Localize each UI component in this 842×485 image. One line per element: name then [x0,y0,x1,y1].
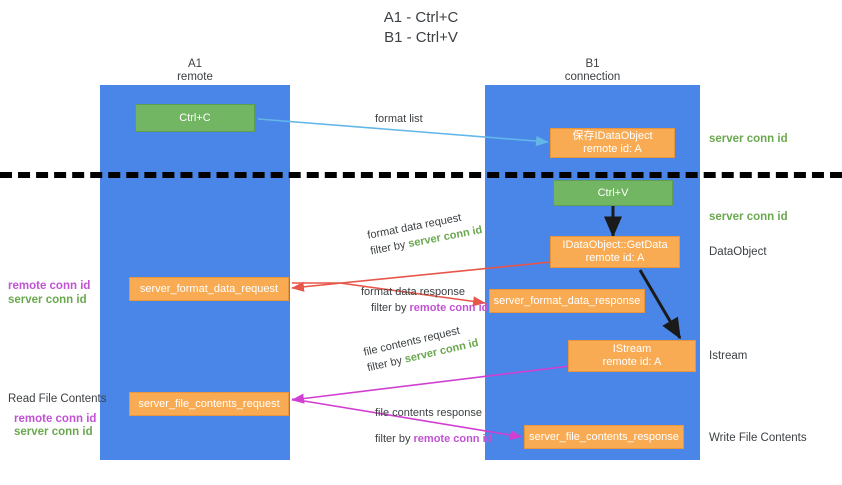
title-line-2: B1 - Ctrl+V [384,29,458,46]
left-label-server-conn-id-1: server conn id [8,294,87,306]
column-b1-sub: connection [564,71,621,83]
left-label-read-file-contents: Read File Contents [8,393,107,405]
right-label-istream: Istream [709,350,748,362]
edge-label-file-contents-request: file contents request filter by server c… [362,319,480,376]
box-server-format-data-request[interactable]: server_format_data_request [129,277,289,301]
box-ctrl-v[interactable]: Ctrl+V [553,180,673,206]
box-server-format-data-request-label: server_format_data_request [139,282,279,295]
left-label-remote-conn-id-1: remote conn id [8,280,91,292]
right-label-dataobject: DataObject [709,246,767,258]
box-save-idataobject[interactable]: 保存IDataObject remote id: A [550,128,675,158]
box-istream-line1: IStream [612,343,652,355]
box-getdata-line2: remote id: A [585,252,645,264]
box-server-format-data-response[interactable]: server_format_data_response [489,289,645,313]
right-label-server-conn-id-2: server conn id [709,211,788,223]
edge-file-contents-response-highlight: remote conn id [413,433,493,445]
edge-file-contents-response-line1: file contents response [375,407,483,419]
edge-label-file-contents-response: file contents response filter by remote … [375,405,492,447]
left-label-remote-conn-id-2: remote conn id [14,413,97,425]
column-header-b1: B1 connection [485,58,700,84]
box-getdata-line1: IDataObject::GetData [562,239,668,251]
dashed-divider [0,172,842,178]
box-ctrl-c[interactable]: Ctrl+C [135,104,255,132]
page-title: A1 - Ctrl+C B1 - Ctrl+V [0,8,842,48]
title-line-1: A1 - Ctrl+C [383,9,459,26]
box-ctrl-c-label: Ctrl+C [179,111,211,124]
box-save-idataobject-line2: remote id: A [583,143,642,155]
column-b1-name: B1 [585,58,600,70]
column-a1-sub: remote [177,71,213,83]
box-istream-line2: remote id: A [602,356,662,368]
right-label-server-conn-id-1: server conn id [709,133,788,145]
box-server-format-data-response-label: server_format_data_response [493,294,641,307]
column-a1-name: A1 [187,58,203,70]
box-idataobject-getdata[interactable]: IDataObject::GetData remote id: A [550,236,680,268]
edge-format-data-response-highlight: remote conn id [409,302,489,314]
box-ctrl-v-label: Ctrl+V [597,186,629,199]
edge-label-format-list: format list [375,113,423,125]
box-istream[interactable]: IStream remote id: A [568,340,696,372]
box-server-file-contents-response-label: server_file_contents_response [529,430,679,443]
box-server-file-contents-response[interactable]: server_file_contents_response [524,425,684,449]
column-header-a1: A1 remote [100,58,290,84]
left-label-server-conn-id-2: server conn id [14,426,93,438]
box-server-file-contents-request[interactable]: server_file_contents_request [129,392,289,416]
edge-format-data-response-line1: format data response [361,286,465,298]
edge-format-data-response-prefix: filter by [371,302,410,314]
edge-file-contents-response-prefix: filter by [375,433,414,445]
edge-file-contents-response-line2: filter by remote conn id [375,431,492,447]
box-server-file-contents-request-label: server_file_contents_request [138,397,280,410]
edge-format-data-response-line2: filter by remote conn id [361,300,488,316]
right-label-write-file-contents: Write File Contents [709,432,807,444]
edge-label-format-data-response: format data response filter by remote co… [361,284,488,316]
box-save-idataobject-line1: 保存IDataObject [572,130,653,142]
edge-label-format-data-request: format data request filter by server con… [366,206,484,259]
